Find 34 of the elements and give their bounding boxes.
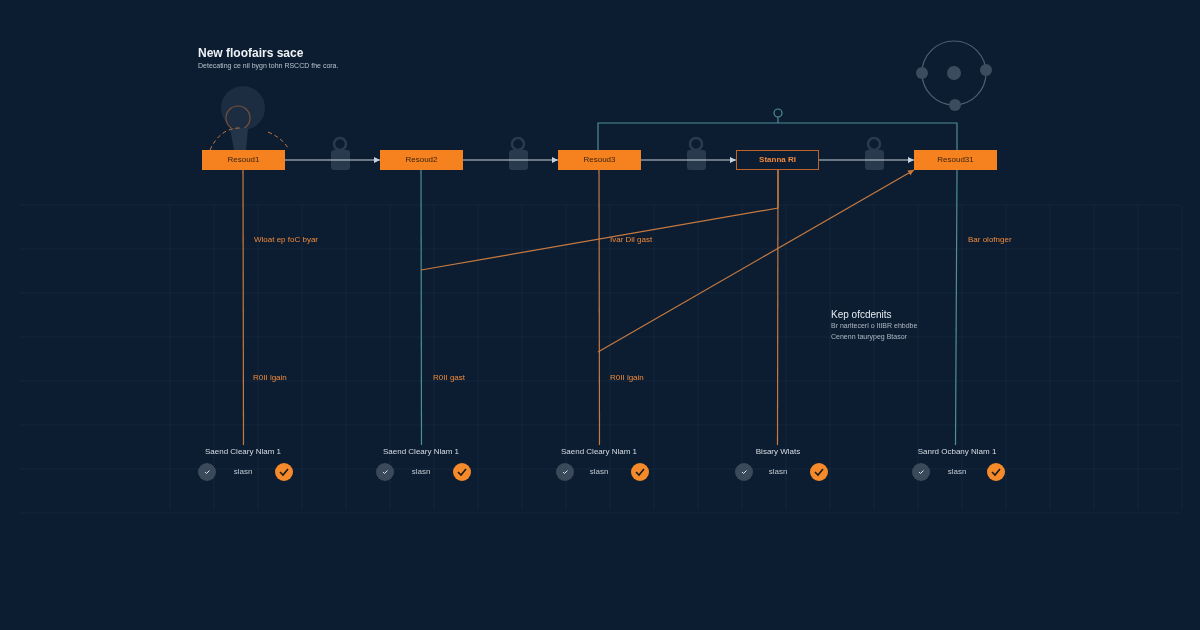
label: slasn xyxy=(410,466,432,478)
label: slasn xyxy=(588,466,610,478)
connector-line xyxy=(420,169,779,271)
heading: Kep ofcdenits xyxy=(831,308,893,322)
process-box: Resoud1 xyxy=(202,150,285,170)
process-box: Stanna RI xyxy=(736,150,819,170)
label: slasn xyxy=(767,466,789,478)
arrow xyxy=(818,157,915,163)
process-box: Resoud31 xyxy=(914,150,997,170)
label: Wloat ep foC byar xyxy=(254,234,320,246)
connector-line xyxy=(242,169,245,446)
arrow xyxy=(284,157,381,163)
step-label: Bisary Wlats xyxy=(718,445,838,459)
arrow xyxy=(597,169,915,353)
connector-line xyxy=(598,169,601,446)
process-box: Resoud2 xyxy=(380,150,463,170)
label: slasn xyxy=(946,466,968,478)
label: R0II lgain xyxy=(253,372,288,384)
connector-line xyxy=(597,122,958,151)
label: Bar olofnger xyxy=(968,234,1013,246)
title: New floofairs sace xyxy=(198,45,304,62)
label: slasn xyxy=(232,466,254,478)
step-label: Saend Cleary Nlam 1 xyxy=(361,445,481,459)
label: R0II gast xyxy=(433,372,466,384)
step-label: Saend Cleary Nlam 1 xyxy=(539,445,659,459)
label: Ivar Dil gast xyxy=(610,234,654,246)
arrow xyxy=(462,157,559,163)
connector-line xyxy=(954,169,958,446)
process-box: Resoud3 xyxy=(558,150,641,170)
step-label: Sanrd Ocbany Nlam 1 xyxy=(897,445,1017,459)
label: R0II lgain xyxy=(610,372,645,384)
arrow xyxy=(640,157,737,163)
connector-line xyxy=(420,169,423,446)
step-label: Saend Cleary Nlam 1 xyxy=(183,445,303,459)
